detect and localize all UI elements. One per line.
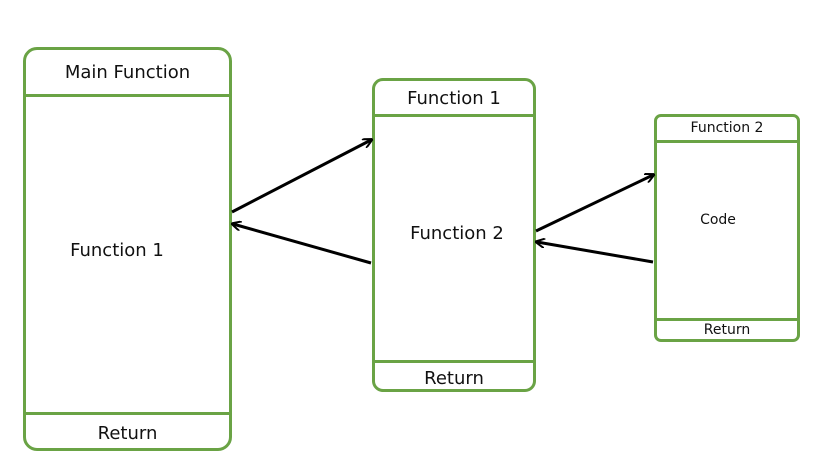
function-2-header: Function 2 — [690, 120, 764, 136]
function-1-header: Function 1 — [407, 88, 501, 109]
main-function-box: Main Function Function 1 Return — [23, 47, 232, 451]
main-function-body: Function 1 — [70, 240, 164, 261]
call-arrow-main-to-f1 — [231, 140, 371, 214]
header-divider — [657, 140, 797, 143]
footer-divider — [26, 412, 229, 415]
return-arrow-f2-to-f1 — [537, 242, 654, 264]
function-2-body: Code — [700, 212, 736, 228]
footer-divider — [375, 360, 533, 363]
header-divider — [26, 94, 229, 97]
main-function-header: Main Function — [64, 62, 191, 83]
main-function-footer: Return — [97, 423, 158, 444]
function-1-body: Function 2 — [410, 223, 504, 244]
function-2-box: Function 2 Code Return — [654, 114, 800, 342]
function-1-box: Function 1 Function 2 Return — [372, 78, 536, 392]
footer-divider — [657, 318, 797, 321]
function-2-footer: Return — [703, 322, 751, 338]
call-arrow-f1-to-f2 — [535, 175, 653, 233]
return-arrow-f1-to-main — [233, 224, 372, 265]
header-divider — [375, 114, 533, 117]
function-1-footer: Return — [424, 368, 484, 389]
